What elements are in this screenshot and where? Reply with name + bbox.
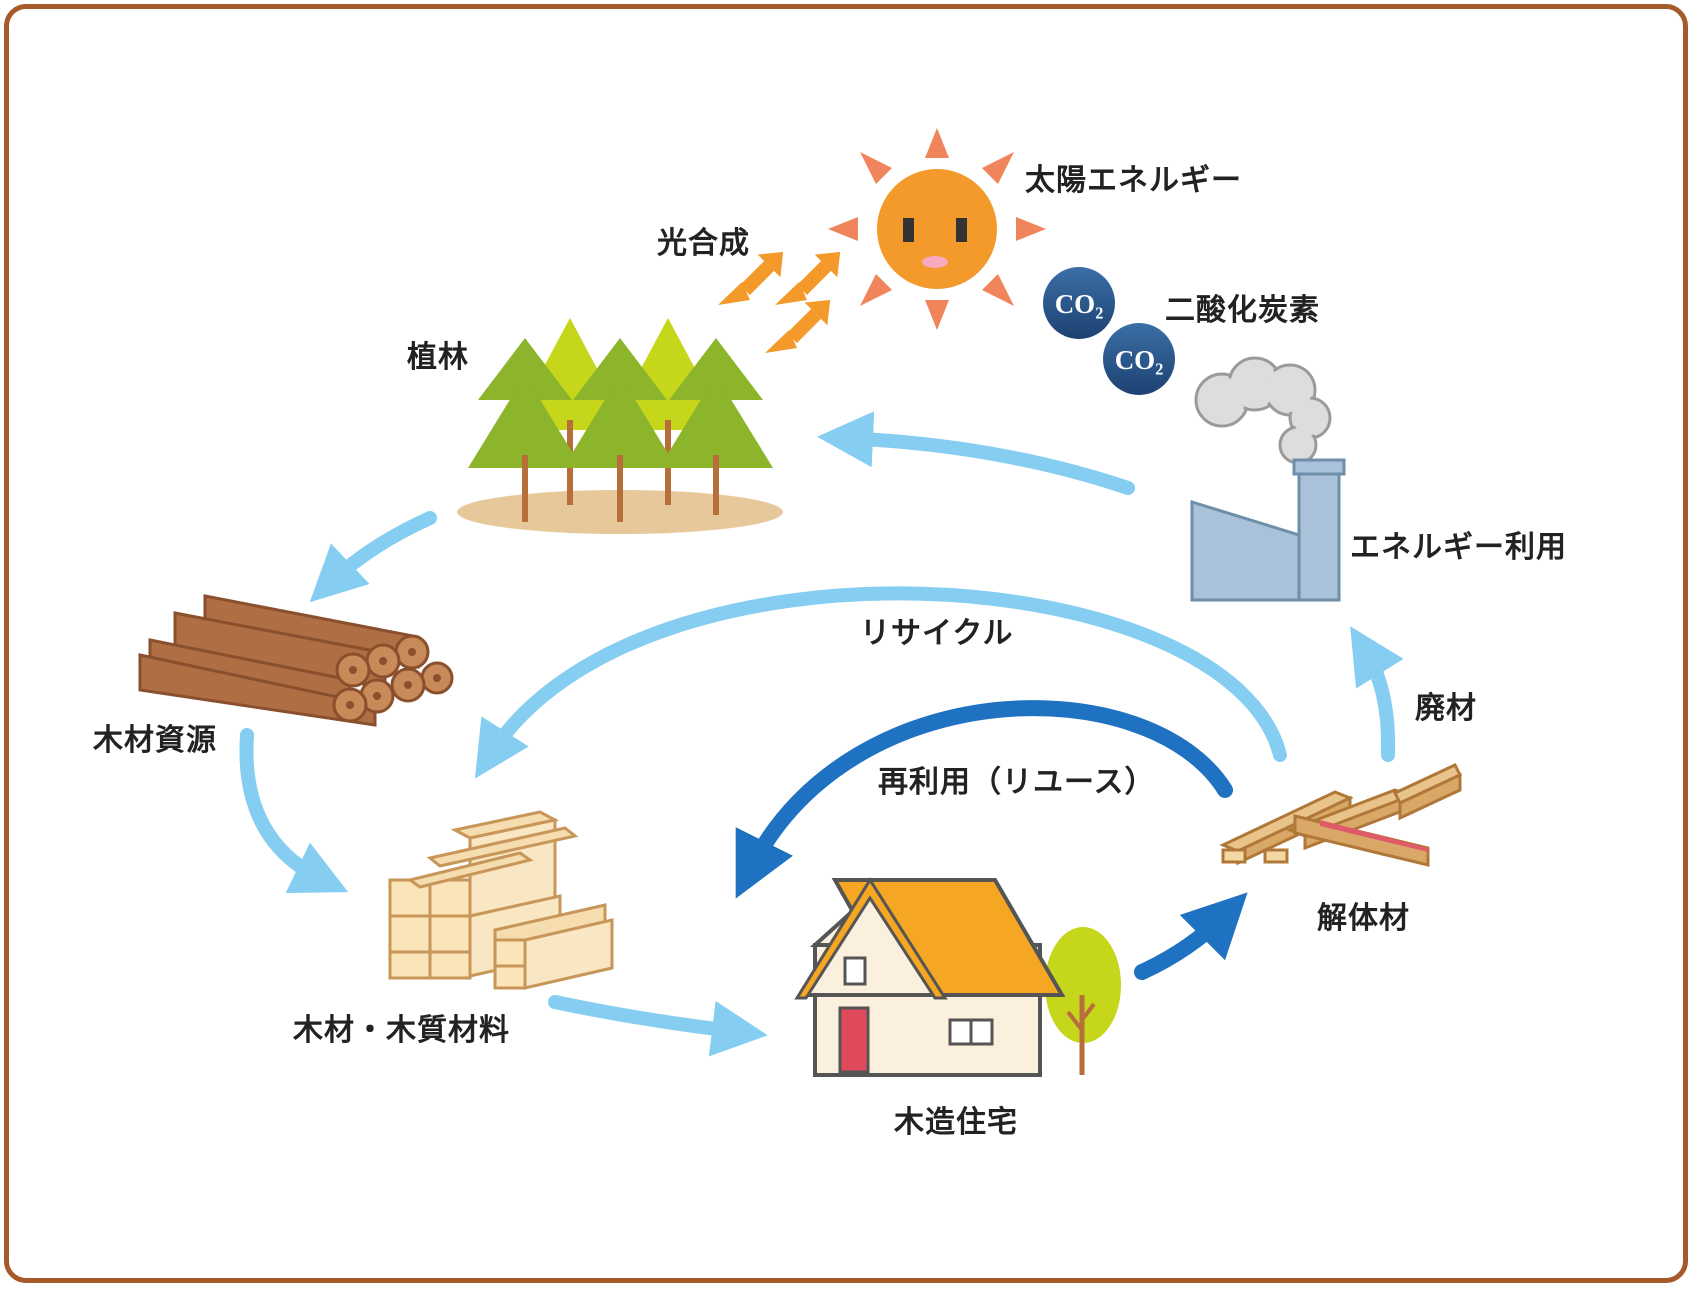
photosynthesis-arrow-heads [718, 282, 807, 353]
co2-bubble-label-1: CO₂ [1055, 289, 1104, 319]
arrow-house-to-demolition [1134, 892, 1248, 980]
house-icon [794, 877, 1121, 1077]
arrow-logs-to-lumber [239, 728, 349, 894]
demolition-wood-icon [1219, 763, 1463, 867]
label-forest: 植林 [407, 340, 469, 375]
arrow-forest-to-logs [309, 511, 437, 603]
co2-bubble-label-2: CO₂ [1115, 345, 1164, 375]
label-energy-use: エネルギー利用 [1350, 530, 1567, 565]
label-waste-wood: 廃材 [1415, 691, 1477, 726]
label-photosynthesis: 光合成 [657, 226, 750, 261]
arrow-lumber-to-house [548, 995, 768, 1057]
label-co2: 二酸化炭素 [1165, 293, 1320, 328]
arrow-waste-to-energy [1350, 626, 1404, 762]
forest-icon [457, 318, 783, 534]
arrow-reuse [735, 700, 1233, 899]
label-solar-energy: 太陽エネルギー [1025, 163, 1242, 198]
sun-icon [828, 128, 1046, 330]
lumber-icon [388, 810, 614, 990]
arrow-recycle [474, 586, 1287, 779]
label-lumber: 木材・木質材料 [293, 1013, 510, 1048]
label-reuse: 再利用（リユース） [878, 765, 1156, 800]
co2-icon: CO₂ CO₂ [1043, 267, 1175, 395]
logs-icon [138, 594, 454, 727]
cycle-arrows [239, 411, 1404, 1057]
photosynthesis-arrows [740, 251, 841, 343]
factory-icon [1190, 356, 1346, 602]
arrow-factory-to-forest [817, 411, 1135, 495]
label-wooden-house: 木造住宅 [894, 1105, 1018, 1140]
label-recycle: リサイクル [860, 616, 1014, 651]
label-wood-resource: 木材資源 [93, 723, 217, 758]
diagram-frame [4, 4, 1688, 1283]
label-demolition-wood: 解体材 [1317, 901, 1410, 936]
